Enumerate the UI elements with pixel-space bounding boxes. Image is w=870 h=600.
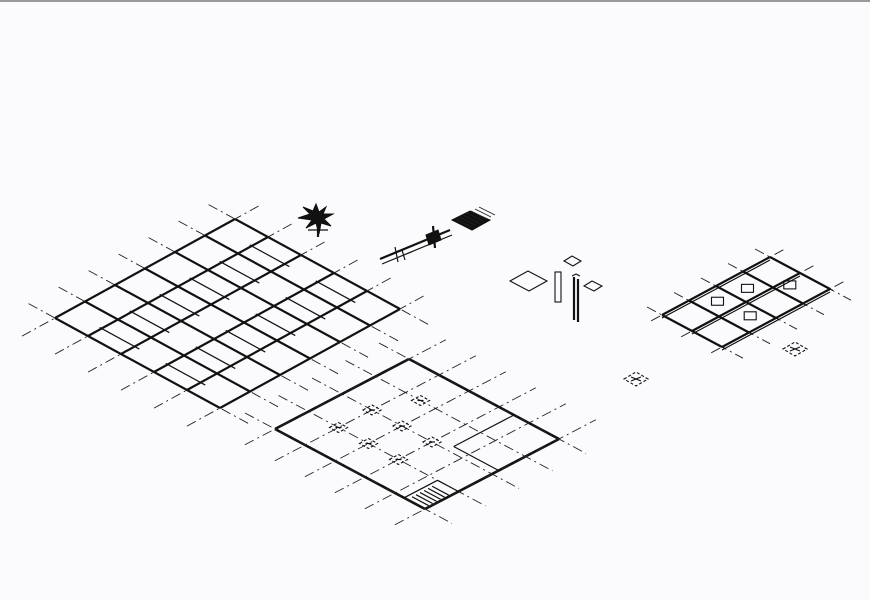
grid-secondary-beam	[129, 310, 170, 334]
hatch-line	[462, 214, 480, 224]
small-grid-beam	[721, 288, 831, 348]
grid-beam	[54, 317, 221, 409]
grid-secondary-beam	[189, 277, 230, 301]
structural-grid-frame[interactable]	[21, 203, 430, 427]
grid-secondary-beam	[249, 244, 290, 268]
grid-beam	[186, 290, 368, 391]
footing-pad	[410, 394, 431, 407]
slab-axis-line	[378, 342, 587, 454]
stair-tread	[427, 487, 445, 498]
grid-panel-block	[740, 283, 755, 293]
interior-wall	[437, 479, 459, 493]
hatched-plate[interactable]	[450, 206, 496, 231]
grid-beam	[114, 284, 281, 376]
interior-wall	[453, 445, 499, 472]
small-grid-beam	[661, 256, 771, 316]
small-grid-beam	[772, 257, 834, 292]
interior-wall	[403, 479, 438, 499]
hatch-line	[454, 218, 472, 228]
hatch-line	[474, 208, 492, 218]
grid-beam	[54, 218, 236, 319]
grid-panel-block	[743, 311, 757, 321]
slab-axis-line	[394, 419, 597, 526]
hatch-line	[458, 216, 476, 226]
slab-axis-line	[364, 403, 567, 510]
grid-secondary-beam	[219, 260, 260, 284]
grid-beam	[87, 236, 269, 337]
grid-beam	[234, 218, 401, 310]
grid-beam	[120, 254, 302, 355]
slab-edge	[274, 427, 426, 511]
slab-axis-line	[311, 377, 520, 489]
grid-beam	[204, 234, 371, 327]
grid-panel-block	[783, 280, 797, 290]
stair-tread	[431, 485, 449, 496]
grid-beam	[219, 308, 401, 409]
grid-beam	[153, 272, 335, 373]
grid-secondary-beam	[225, 329, 266, 353]
footing-pad	[358, 437, 379, 450]
grid-beam	[144, 267, 311, 360]
stair-tread	[419, 492, 437, 502]
footing-markers	[622, 341, 809, 387]
stair-tread	[415, 494, 433, 505]
grid-secondary-beam	[195, 346, 236, 370]
footing-marker-cross	[630, 376, 642, 382]
floor-plan-slab[interactable]	[244, 339, 597, 526]
tree-symbol[interactable]	[297, 202, 335, 237]
grid-secondary-beam	[255, 313, 296, 337]
stair-tread	[411, 496, 429, 507]
small-grid-beam	[691, 272, 801, 332]
small-grid-beam	[691, 275, 801, 335]
column-and-plates[interactable]	[508, 255, 604, 322]
hatch-line	[478, 206, 496, 216]
beam-connector-assembly[interactable]	[379, 225, 453, 265]
hatch-line	[466, 212, 484, 222]
grid-secondary-beam	[159, 293, 200, 317]
beam-grid-small[interactable]	[646, 247, 852, 359]
footing-pad	[391, 420, 413, 432]
footing-marker	[622, 371, 650, 387]
footing-pad	[361, 404, 383, 416]
grid-panel-block	[710, 296, 725, 306]
grid-secondary-beam	[285, 296, 326, 320]
slab-axis-line	[244, 412, 453, 524]
grid-secondary-beam	[165, 362, 206, 386]
footing-pad	[328, 421, 349, 434]
grid-secondary-beam	[315, 280, 356, 304]
grid-secondary-beam	[99, 326, 140, 350]
slab-axis-line	[334, 387, 537, 494]
footing-pad	[388, 453, 409, 466]
slab-edge	[408, 357, 560, 441]
slab-axis-line	[244, 339, 447, 446]
grid-beam	[174, 251, 341, 343]
small-grid-beam	[661, 259, 771, 319]
stair-tread	[423, 489, 441, 500]
footing-marker	[781, 341, 809, 357]
footing-pad	[421, 436, 443, 448]
grid-beam	[84, 300, 251, 393]
slab-axis-line	[345, 360, 553, 472]
slab-axis-line	[274, 355, 477, 462]
small-grid-beam	[721, 291, 831, 351]
footing-marker-cross	[789, 346, 801, 352]
interior-wall	[453, 414, 515, 448]
slab-axis-line	[304, 371, 507, 478]
hatch-line	[470, 210, 488, 220]
